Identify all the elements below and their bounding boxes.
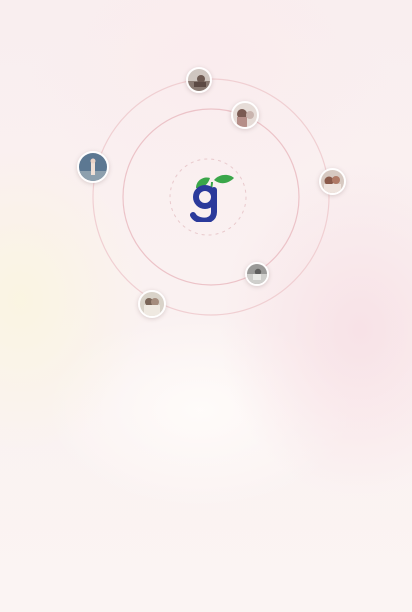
user-photo-avatar-icon [233, 103, 257, 127]
user-photo-avatar-icon [247, 264, 267, 284]
user-photo-avatar-icon [140, 292, 164, 316]
user-photo-avatar-icon [79, 153, 107, 181]
avatar-upper-right [231, 101, 259, 129]
avatar-left [77, 151, 109, 183]
middle-orbit-ring [122, 108, 300, 286]
avatar-lower-left [138, 290, 166, 318]
avatar-lower-right [245, 262, 269, 286]
avatar-right [319, 168, 346, 195]
user-photo-avatar-icon [321, 170, 344, 193]
brand-logo [190, 170, 236, 224]
user-photo-avatar-icon [188, 69, 210, 91]
brand-g-leaf-logo-icon [190, 174, 234, 224]
avatar-top [186, 67, 212, 93]
inner-orbit-ring [169, 158, 247, 236]
